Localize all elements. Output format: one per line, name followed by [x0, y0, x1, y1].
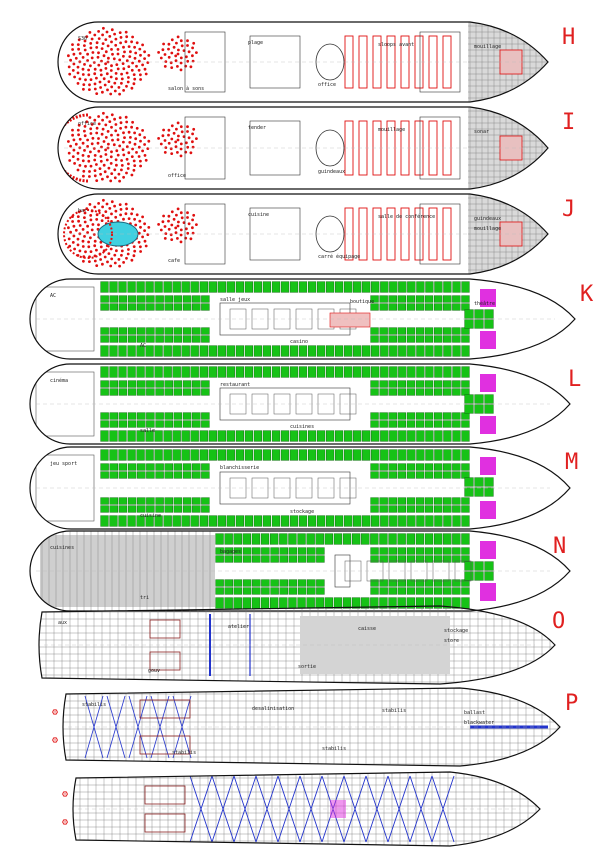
room-label: store	[444, 638, 459, 644]
room-label: desalinisation	[252, 706, 294, 712]
hull-outline	[57, 21, 549, 103]
room-label: salle de conférence	[378, 213, 435, 220]
room-label: casino	[290, 339, 308, 345]
room-label: plage	[248, 40, 263, 46]
room-label: caisse	[358, 626, 376, 632]
room-label: mouillage	[474, 226, 501, 232]
room-label: sloops avant	[378, 42, 414, 48]
deck-letter: K	[580, 282, 594, 307]
svg-text:⚙: ⚙	[51, 735, 58, 746]
room-label: tender	[248, 125, 266, 131]
room-label: stabilis	[172, 750, 196, 756]
deck-l: cinéma salle restaurant cuisines	[29, 363, 571, 445]
room-label: atelier	[228, 624, 249, 630]
deck-h: S30 salon à sons plage office sloops avant mo…	[57, 21, 549, 103]
room-label: jeu sport	[50, 461, 77, 467]
deck-k: AC AC salle jeux casino boutique théâtre	[29, 278, 576, 360]
room-label: stabilis	[82, 702, 106, 708]
room-label: office	[78, 121, 96, 127]
hull-outline	[57, 106, 549, 190]
svg-text:⚙: ⚙	[61, 817, 68, 828]
room-label: bagages	[220, 549, 241, 555]
room-label: cuisines	[50, 545, 74, 551]
deck-n: cuisines tri bagages	[29, 530, 571, 612]
deck-letter: H	[562, 25, 575, 50]
room-label: office	[318, 82, 336, 88]
deck-letter: N	[553, 534, 566, 559]
hull-outline	[57, 193, 549, 275]
room-label: cinéma	[50, 377, 68, 384]
room-label: tri	[140, 595, 149, 601]
room-label: cafe	[168, 258, 180, 264]
hull-outline	[72, 771, 541, 847]
deck-letter: J	[562, 197, 575, 222]
deck-bottom: ⚙⚙	[61, 771, 541, 847]
deck-letter: O	[552, 609, 565, 634]
room-label: sortie	[298, 664, 316, 670]
deck-letter: L	[568, 367, 581, 392]
hull-outline	[62, 687, 561, 767]
deck-p: ⚙ ⚙ stabilis stabilis desalinisation stabilis…	[51, 687, 561, 767]
deck-j: bar cafe cuisine carré équipage salle de con…	[57, 193, 549, 275]
hull-outline	[29, 278, 576, 360]
room-label: stockage	[444, 628, 468, 634]
svg-text:⚙: ⚙	[51, 707, 58, 718]
room-label: sonar	[474, 129, 489, 135]
deck-o: aux gouv atelier sortie caisse stockage store	[38, 605, 556, 685]
room-label: cuisine	[140, 513, 161, 519]
room-label: mouillage	[378, 127, 405, 133]
room-label: carré équipage	[318, 253, 360, 260]
room-label: gouv	[148, 668, 160, 674]
room-label: cuisine	[248, 212, 269, 218]
deck-letter: P	[565, 691, 578, 716]
room-label: bar	[78, 208, 87, 214]
hull-outline	[38, 605, 556, 685]
room-label: cuisines	[290, 424, 314, 430]
room-label: blackwater	[464, 720, 494, 726]
room-label: AC	[50, 293, 56, 299]
room-label: blanchisserie	[220, 465, 259, 471]
deck-m: jeu sport cuisine blanchisserie stockage	[29, 446, 571, 530]
hull-outline	[29, 446, 571, 530]
room-label: office	[168, 173, 186, 179]
room-label: salon à sons	[168, 85, 204, 92]
svg-text:⚙: ⚙	[61, 789, 68, 800]
room-label: AC	[140, 343, 146, 349]
room-label: ballast	[464, 710, 485, 716]
room-label: guindeaux	[318, 169, 345, 175]
hull-outline	[29, 363, 571, 445]
deck-letter: M	[565, 450, 578, 475]
room-label: boutique	[350, 299, 374, 305]
room-label: guindeaux	[474, 216, 501, 222]
room-label: restaurant	[220, 382, 250, 388]
room-label: S30	[78, 36, 87, 42]
room-label: aux	[58, 620, 67, 626]
room-label: stabilis	[322, 746, 346, 752]
room-label: salle jeux	[220, 297, 250, 303]
deck-letter: I	[562, 110, 575, 135]
room-label: salle	[140, 428, 155, 434]
room-label: mouillage	[474, 44, 501, 50]
room-label: théâtre	[474, 300, 495, 307]
room-label: stockage	[290, 509, 314, 515]
deck-i: office office tender guindeaux mouillage sona…	[57, 106, 549, 190]
room-label: stabilis	[382, 708, 406, 714]
